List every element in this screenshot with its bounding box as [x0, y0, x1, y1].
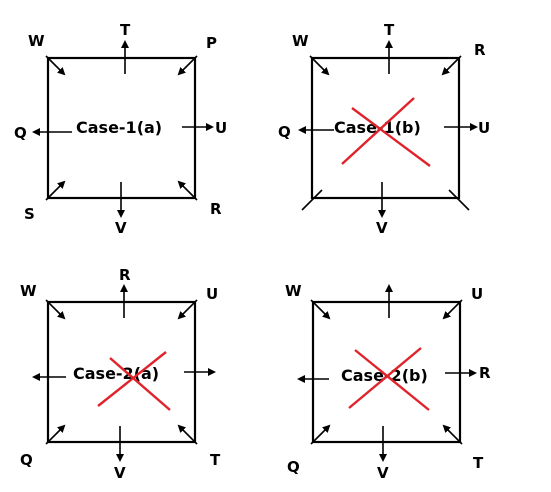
label-left: Q: [14, 124, 27, 142]
label-top-right: U: [206, 285, 218, 303]
label-bottom-right: R: [210, 200, 222, 218]
corner-arrow-top-left: [309, 55, 330, 76]
label-top-left: W: [292, 32, 309, 50]
corner-arrow-top-right: [177, 299, 198, 320]
corner-arrow-bottom-left: [310, 424, 331, 445]
corner-arrow-bottom-left: [45, 424, 66, 445]
corner-arrow-top-left: [45, 299, 66, 320]
cross-mark-stroke-1: [351, 107, 431, 167]
label-top: T: [384, 21, 395, 39]
label-bottom: V: [377, 464, 389, 482]
label-right: U: [215, 119, 227, 137]
panel-case-2a: Case-2(a) W R U Q V T: [20, 266, 221, 482]
label-bottom: V: [376, 219, 388, 237]
label-top: R: [119, 266, 131, 284]
corner-arrow-top-left: [45, 55, 66, 76]
corner-arrow-bottom-right: [442, 424, 463, 445]
case-title: Case-2(a): [73, 364, 159, 383]
cross-mark-stroke-1: [354, 349, 430, 411]
label-top-left: W: [28, 32, 45, 50]
cross-mark-stroke-2: [348, 347, 422, 409]
corner-line-bottom-right: [448, 189, 470, 211]
label-top-left: W: [285, 282, 302, 300]
case-title: Case-1(a): [76, 118, 162, 137]
label-bottom-left: Q: [20, 451, 33, 469]
corner-arrow-bottom-right: [177, 424, 198, 445]
table-square: [311, 300, 462, 444]
label-top-right: U: [471, 285, 483, 303]
corner-arrow-top-right: [442, 299, 463, 320]
label-bottom: V: [115, 219, 127, 237]
label-bottom: V: [114, 464, 126, 482]
cross-mark-stroke-2: [341, 97, 415, 165]
corner-arrow-bottom-right: [177, 180, 198, 201]
label-top-right: R: [474, 41, 486, 59]
label-top: T: [120, 21, 131, 39]
corner-arrow-top-right: [177, 55, 198, 76]
case-title: Case-2(b): [341, 366, 428, 385]
label-bottom-left: S: [24, 205, 35, 223]
table-square: [310, 56, 461, 200]
corner-arrow-top-left: [310, 299, 331, 320]
label-right: U: [478, 119, 490, 137]
panel-case-1a: Case-1(a) W T P Q U S V R: [14, 21, 227, 237]
label-right: R: [479, 364, 491, 382]
panel-case-2b: Case-2(b) W U R Q V T: [285, 282, 491, 482]
label-bottom-left: Q: [287, 458, 300, 476]
cross-mark-stroke-2: [97, 351, 167, 407]
corner-line-bottom-left: [301, 189, 323, 211]
label-top-left: W: [20, 282, 37, 300]
label-bottom-right: T: [473, 454, 484, 472]
label-top-right: P: [206, 34, 217, 52]
label-left: Q: [278, 123, 291, 141]
label-bottom-right: T: [210, 451, 221, 469]
corner-arrow-top-right: [441, 55, 462, 76]
cross-mark-stroke-1: [109, 357, 171, 411]
panel-case-1b: Case-1(b) W T R Q U V: [278, 21, 490, 237]
corner-arrow-bottom-left: [45, 180, 66, 201]
